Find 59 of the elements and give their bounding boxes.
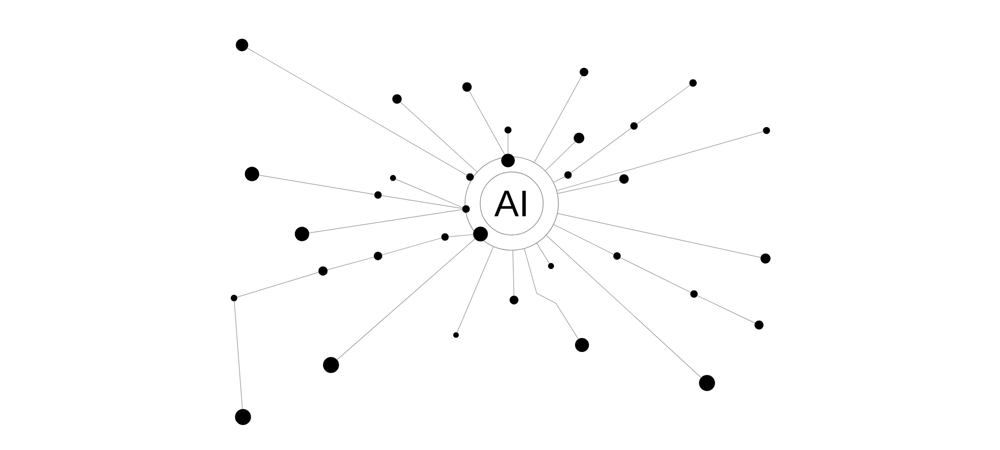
dot bbox=[374, 191, 382, 199]
connector-line bbox=[308, 209, 463, 234]
dot bbox=[763, 127, 770, 134]
dot bbox=[466, 173, 474, 181]
dot bbox=[462, 82, 472, 92]
dot bbox=[689, 79, 697, 87]
connector-line bbox=[570, 128, 632, 174]
connector-line bbox=[234, 301, 243, 410]
dot bbox=[235, 409, 251, 425]
connector-line bbox=[553, 176, 565, 183]
connector-line bbox=[469, 90, 505, 155]
connector-line bbox=[553, 224, 614, 255]
dot bbox=[236, 38, 248, 52]
dot bbox=[244, 166, 260, 182]
connector-line bbox=[697, 295, 756, 324]
dot bbox=[619, 174, 629, 184]
dot bbox=[318, 266, 328, 276]
connector-line bbox=[456, 246, 494, 333]
connector-line bbox=[556, 131, 764, 191]
dot bbox=[441, 233, 449, 241]
dot bbox=[462, 205, 470, 213]
connector-line bbox=[236, 272, 319, 298]
dot bbox=[510, 296, 518, 304]
connector-line bbox=[544, 141, 576, 172]
dot bbox=[580, 68, 588, 76]
dot bbox=[630, 122, 638, 130]
connector-line bbox=[448, 234, 474, 237]
connector-line bbox=[524, 248, 579, 340]
connector-line bbox=[536, 242, 550, 264]
connector-line bbox=[546, 234, 702, 378]
dot bbox=[392, 94, 402, 104]
dot bbox=[504, 126, 512, 134]
dot bbox=[613, 252, 621, 260]
dot bbox=[699, 375, 716, 391]
dot bbox=[690, 290, 698, 298]
dot bbox=[564, 171, 572, 179]
connector-line bbox=[382, 238, 442, 256]
dot bbox=[294, 226, 310, 242]
connector-line bbox=[247, 48, 468, 176]
dot bbox=[754, 320, 764, 330]
connector-line bbox=[557, 213, 761, 258]
dot bbox=[323, 357, 339, 373]
connector-line bbox=[400, 102, 478, 172]
connector-line bbox=[620, 257, 691, 293]
connector-line bbox=[534, 75, 582, 163]
connector-line bbox=[327, 256, 374, 270]
connector-line bbox=[381, 195, 463, 209]
dot bbox=[501, 154, 515, 168]
connector-line bbox=[512, 250, 514, 296]
connector-line bbox=[636, 84, 690, 124]
dot bbox=[760, 254, 771, 264]
connector-line bbox=[395, 178, 463, 208]
connector-line bbox=[336, 238, 476, 360]
connector-line bbox=[557, 180, 620, 194]
dot bbox=[574, 132, 584, 144]
connector-line bbox=[258, 174, 375, 195]
dot bbox=[374, 252, 382, 260]
outer-ring bbox=[464, 156, 559, 251]
dot bbox=[575, 338, 589, 352]
